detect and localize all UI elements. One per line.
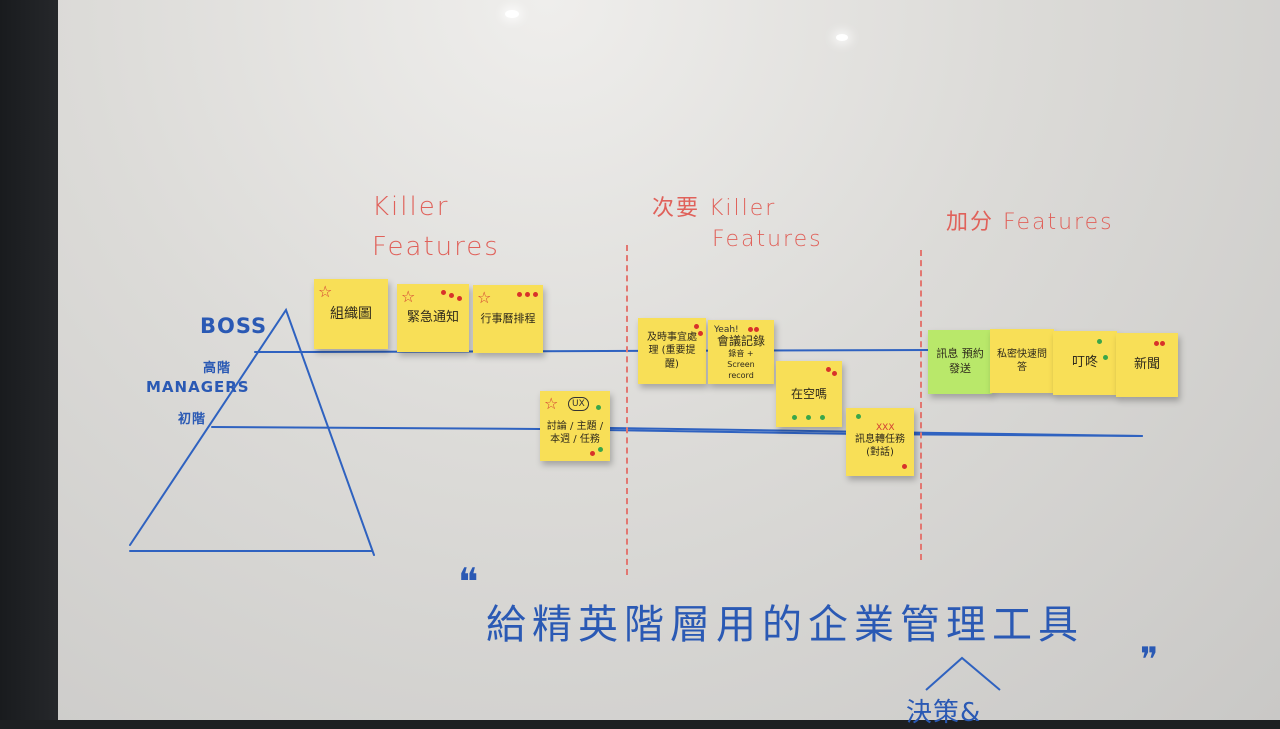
sticky-text: 訊息轉任務 (對話) [855,433,905,459]
sticky-note: ☆ 緊急通知 [397,284,469,352]
sticky-text: 討論 / 主題 / 本週 / 任務 [546,420,604,446]
heading-killer-line1: Killer [372,192,450,222]
star-icon: ☆ [401,287,416,306]
pyramid-lower-line [211,426,1143,437]
vote-dot [748,327,753,332]
sticky-note: XXX 訊息轉任務 (對話) [846,408,914,476]
sticky-note: ☆ UX 討論 / 主題 / 本週 / 任務 [540,391,610,461]
sticky-note: 及時事宜處理 (重要提醒) [638,318,706,384]
sticky-note: 訊息 預約發送 [928,330,992,394]
sticky-tag: XXX [876,423,895,433]
vote-dot [820,415,825,420]
sticky-text: 叮咚 [1071,355,1098,371]
vote-dot [754,327,759,332]
star-icon: ☆ [544,394,559,413]
sticky-note: 新聞 [1116,333,1178,397]
pyramid-outline [129,307,375,556]
vote-dot [856,414,861,419]
ceiling-light-reflection [836,34,848,41]
pyramid-label-boss: BOSS [200,314,268,338]
vote-dot [525,292,530,297]
vote-dot [792,415,797,420]
sticky-note: Yeah! 會議記錄 錄音 + Screen record [708,320,774,384]
star-icon: ☆ [477,288,492,307]
sticky-note: 在空嗎 [776,361,842,427]
sticky-note: ☆ 行事曆排程 [473,285,543,353]
vote-dot [441,290,446,295]
sticky-note: 叮咚 [1053,331,1117,395]
slogan-insert: 決策& [906,698,982,728]
vote-dot [698,331,703,336]
vote-dot [1160,341,1165,346]
vote-dot [533,292,538,297]
vote-dot [517,292,522,297]
pyramid-label-managers: MANAGERS [146,378,250,396]
vote-dot [902,464,907,469]
sticky-tag: UX [568,397,589,412]
sticky-note: 私密快速問答 [990,329,1054,393]
vote-dot [1097,339,1102,344]
pyramid-label-lower: 初階 [178,412,207,427]
sticky-text: 訊息 預約發送 [936,347,984,375]
vote-dot [694,324,699,329]
vote-dot [1103,355,1108,360]
column-separator [626,245,628,575]
vote-dot [1154,341,1159,346]
sticky-text: 在空嗎 [790,386,827,401]
sticky-text: 及時事宜處理 (重要提醒) [647,331,697,370]
ceiling-light-reflection [505,10,519,18]
sticky-text: 會議記錄 [716,333,765,348]
heading-secondary-line1: 次要 Killer [652,196,777,221]
sticky-note: ☆ 組織圖 [314,279,388,349]
vote-dot [832,371,837,376]
sticky-text: 新聞 [1133,357,1160,373]
sticky-tag: Yeah! [714,325,739,335]
slogan-close-quote: ❞ [1140,640,1160,680]
star-icon: ☆ [318,282,333,301]
sticky-text: 組織圖 [330,305,372,322]
heading-bonus: 加分 Features [946,210,1114,235]
vote-dot [806,415,811,420]
vote-dot [590,451,595,456]
heading-secondary-line2: Features [712,227,823,252]
column-separator [920,250,922,560]
vote-dot [449,293,454,298]
vote-dot [596,405,601,410]
sticky-text: 私密快速問答 [997,348,1047,374]
sticky-subtext: 錄音 + Screen record [727,348,755,380]
vote-dot [826,367,831,372]
sticky-text: 行事曆排程 [480,311,536,325]
vote-dot [457,296,462,301]
slogan-open-quote: ❝ [458,560,480,604]
slogan: 給精英階層用的企業管理工具 [486,602,1084,648]
sticky-text: 緊急通知 [406,310,459,326]
pyramid-label-upper: 高階 [203,361,232,376]
vote-dot [598,447,603,452]
heading-killer-line2: Features [372,232,500,262]
